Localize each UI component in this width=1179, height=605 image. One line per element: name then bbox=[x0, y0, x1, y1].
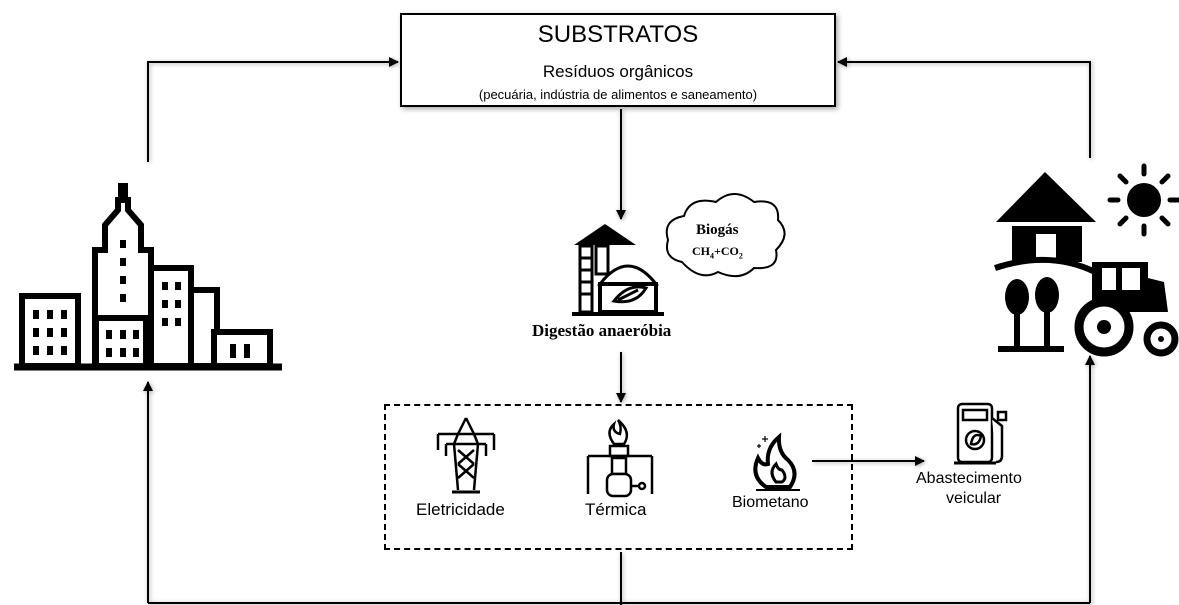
substratos-subtitle: Resíduos orgânicos bbox=[542, 62, 694, 81]
substratos-detail: (pecuária, indústria de alimentos e sane… bbox=[478, 87, 758, 102]
digestao-label: Digestão anaeróbia bbox=[532, 321, 672, 340]
biogas-title: Biogás bbox=[696, 222, 739, 238]
city-buildings-icon bbox=[14, 183, 282, 371]
substratos-title: SUBSTRATOS bbox=[537, 21, 699, 48]
farm-tractor-sun-icon bbox=[994, 163, 1179, 357]
flame-icon bbox=[753, 432, 800, 491]
termica-label: Térmica bbox=[585, 500, 647, 519]
abastecimento-line1: Abastecimento bbox=[916, 470, 1022, 487]
abastecimento-line2: veicular bbox=[946, 490, 1002, 507]
biogas-formula: CH4+CO2 bbox=[692, 244, 743, 261]
eletricidade-label: Eletricidade bbox=[416, 500, 505, 519]
cloud-icon bbox=[665, 193, 786, 278]
arrow-city-to-substratos bbox=[147, 57, 399, 162]
substratos-box: SUBSTRATOS Resíduos orgânicos (pecuária,… bbox=[400, 13, 836, 107]
arrow-farm-to-substratos bbox=[837, 57, 1091, 158]
fuel-pump-icon bbox=[954, 402, 1008, 465]
city-windows bbox=[33, 240, 250, 358]
thermal-burner-icon bbox=[586, 419, 654, 498]
power-tower-icon bbox=[436, 417, 496, 494]
biometano-label: Biometano bbox=[732, 494, 809, 511]
outputs-dashed-box bbox=[384, 404, 853, 550]
biodigester-icon bbox=[572, 224, 664, 316]
